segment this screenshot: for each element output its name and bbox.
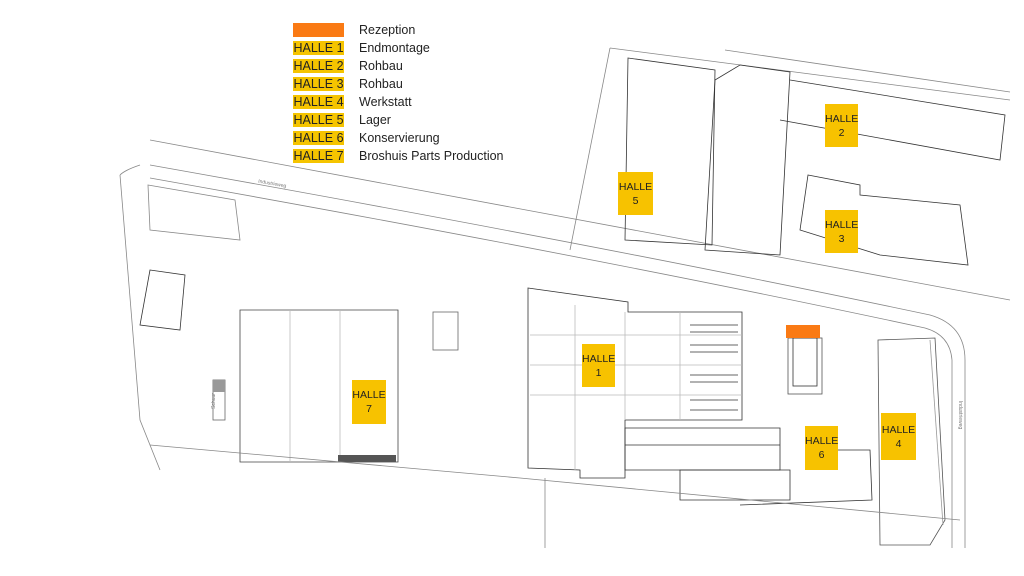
hall-tag: HALLE 3 [293,77,344,91]
legend-item-halle-1: HALLE 1 Endmontage [293,40,553,58]
legend-item-halle-4: HALLE 4 Werkstatt [293,94,553,112]
legend-label: Rezeption [359,23,416,37]
road-edge [119,164,141,176]
hall-number: 3 [838,232,845,245]
hall-tag: HALLE 6 [293,131,344,145]
hall-tag: HALLE 2 [293,59,344,73]
legend-label: Endmontage [359,41,430,55]
legend-item-halle-5: HALLE 5 Lager [293,112,553,130]
reception-marker[interactable] [786,325,820,338]
legend-label: Lager [359,113,391,127]
legend-label: Konservierung [359,131,440,145]
hall-number: 4 [895,437,902,450]
road-edge [149,164,966,548]
legend-item-halle-3: HALLE 3 Rohbau [293,76,553,94]
legend-label: Rohbau [359,59,403,73]
hall-word: HALLE [805,435,839,447]
legend-label: Werkstatt [359,95,412,109]
shed-label: Schuur [210,393,217,409]
hall-word: HALLE [825,112,859,125]
hall-tag: HALLE 7 [293,149,344,163]
street-label: Industrieweg [957,400,964,430]
hall-number: 7 [366,403,372,415]
hall-number: 2 [838,126,845,139]
hall-word: HALLE [881,423,916,436]
hall-word: HALLE [825,218,859,231]
hall-marker-7[interactable]: HALLE 7 [352,380,386,424]
hall-word: HALLE [352,389,386,401]
hall-marker-6[interactable]: HALLE 6 [805,426,838,470]
legend-label: Broshuis Parts Production [359,149,504,163]
road-edge [119,174,161,471]
hall-number: 6 [818,449,825,461]
road-edge [149,177,953,548]
hall-word: HALLE [582,352,616,365]
hall-number: 1 [595,366,602,379]
hall-number: 5 [632,194,639,207]
reception-swatch [293,23,344,37]
legend-item-halle-7: HALLE 7 Broshuis Parts Production [293,148,553,166]
legend-label: Rohbau [359,77,403,91]
legend-item-halle-2: HALLE 2 Rohbau [293,58,553,76]
hall-tag: HALLE 5 [293,113,344,127]
hall-tag: HALLE 1 [293,41,344,55]
road-edge [149,139,1011,301]
legend-item-reception: Rezeption [293,22,553,40]
hall-tag: HALLE 4 [293,95,344,109]
legend: Rezeption HALLE 1 Endmontage HALLE 2 Rohba… [293,22,553,166]
hall-word: HALLE [618,180,653,193]
legend-item-halle-6: HALLE 6 Konservierung [293,130,553,148]
